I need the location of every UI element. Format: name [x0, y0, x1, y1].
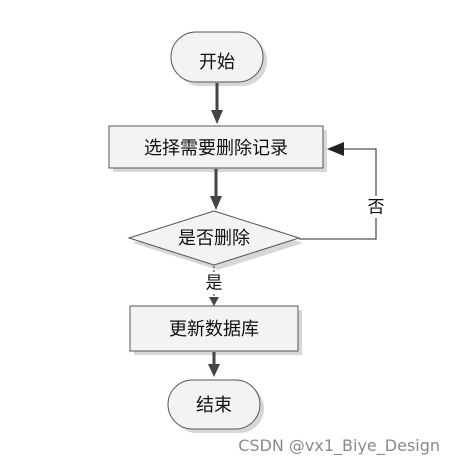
update-db-label: 更新数据库	[169, 319, 259, 340]
start-label: 开始	[199, 52, 235, 73]
end-label: 结束	[196, 395, 232, 416]
select-record-node: 选择需要删除记录	[108, 125, 327, 172]
no-loop-connector: 否	[299, 142, 388, 240]
start-node: 开始	[170, 31, 267, 86]
arrow-start-to-select	[211, 83, 223, 124]
end-node: 结束	[167, 379, 264, 433]
decision-label: 是否删除	[178, 228, 250, 249]
arrow-update-to-end	[208, 352, 220, 377]
yes-connector: 是	[203, 266, 225, 306]
no-label: 否	[368, 198, 385, 218]
decision-node: 是否删除	[127, 210, 303, 270]
update-db-node: 更新数据库	[129, 305, 302, 355]
yes-label: 是	[206, 274, 223, 294]
arrow-select-to-decision	[210, 169, 222, 210]
watermark-text: CSDN @vx1_Biye_Design	[238, 436, 440, 456]
select-record-label: 选择需要删除记录	[144, 138, 288, 159]
